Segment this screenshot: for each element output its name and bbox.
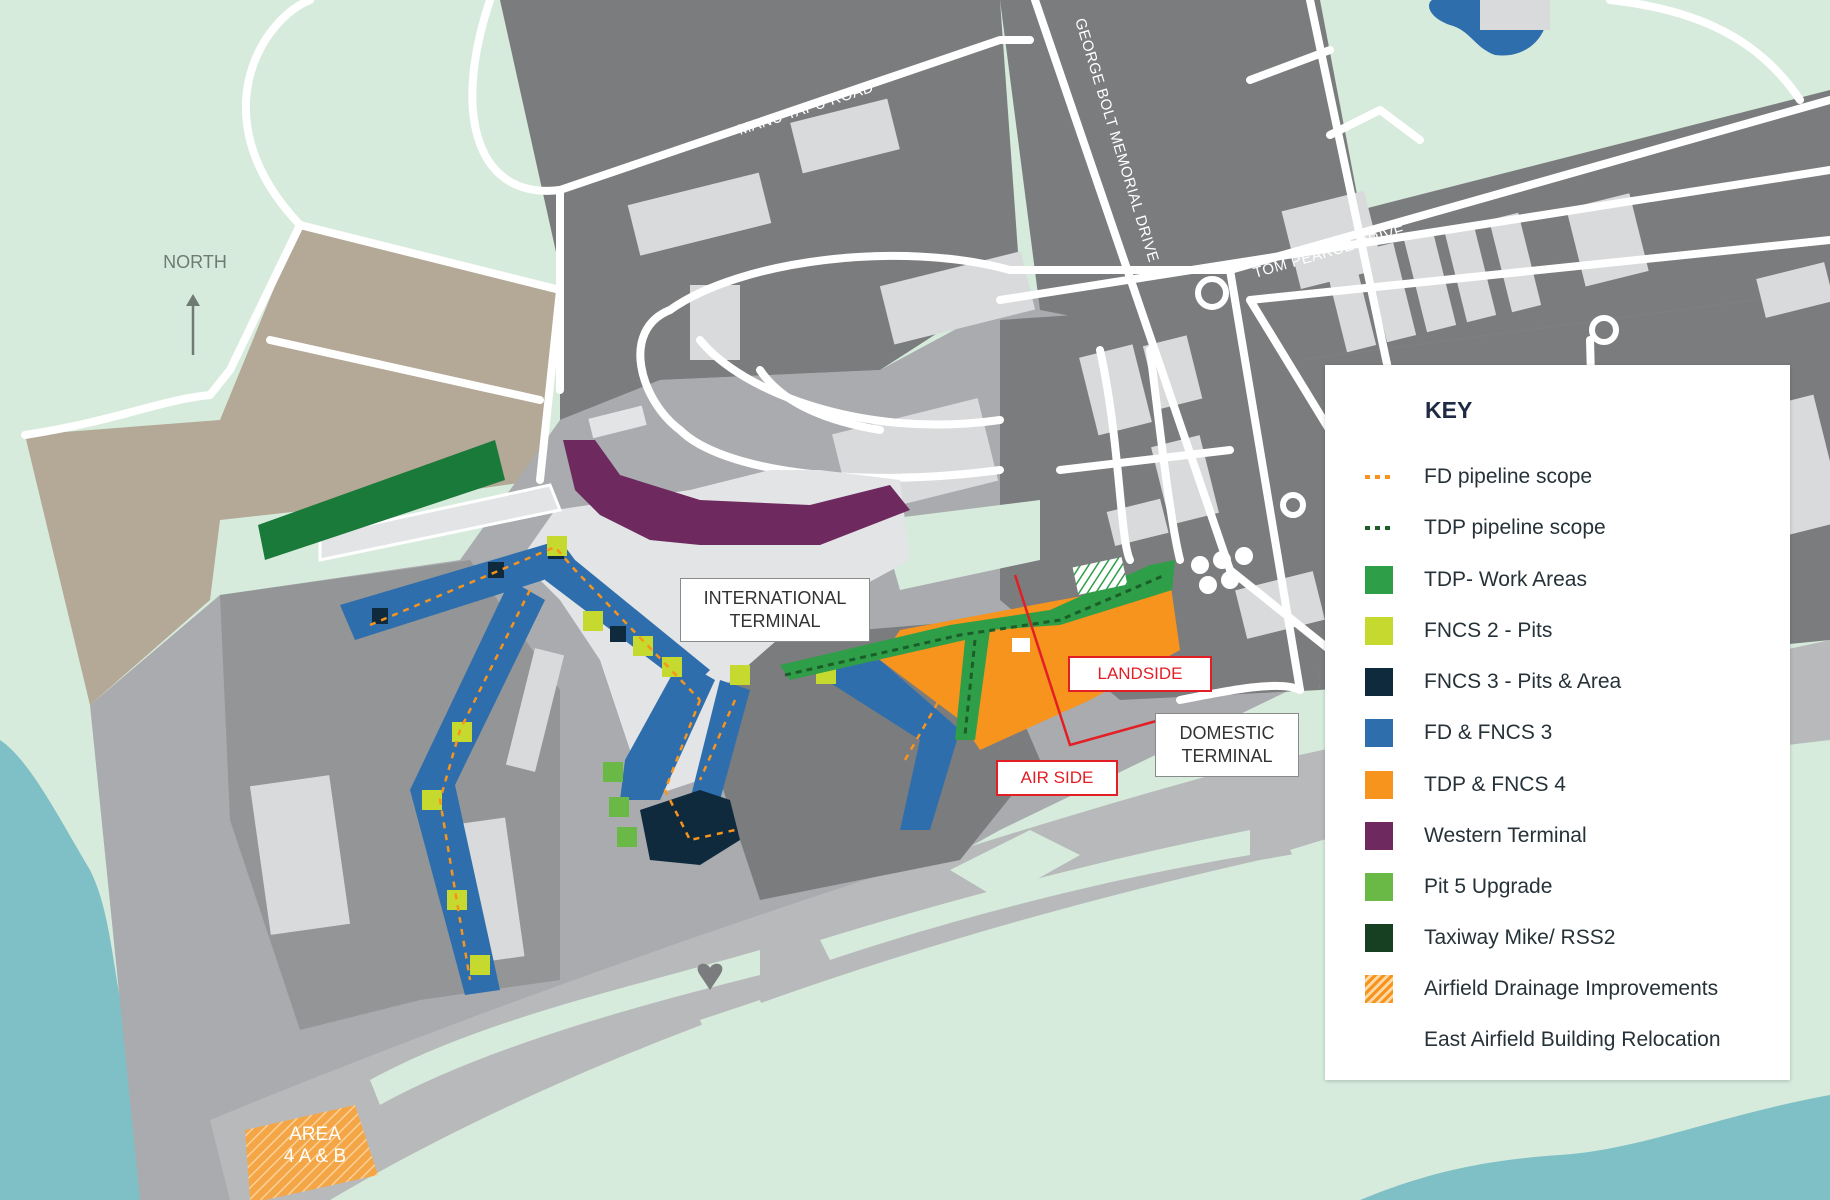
heart-island (697, 963, 723, 990)
grass-island-3 (950, 830, 1080, 900)
area-4-label: AREA 4 A & B (283, 1124, 347, 1167)
fncs3-area (640, 790, 740, 865)
building (1079, 344, 1152, 436)
building (1480, 0, 1550, 30)
buildings (249, 0, 1830, 963)
brown-area (25, 225, 560, 705)
fd-fncs3-areas (340, 540, 960, 995)
taxiway-mike-rss2 (258, 440, 505, 560)
pale-green-patch (880, 500, 1040, 590)
area-4-drainage (245, 1105, 378, 1200)
key-item-label: TDP pipeline scope (1424, 516, 1606, 539)
key-item-tdp-pipeline: TDP pipeline scope (1365, 513, 1606, 543)
blue-square-icon (1365, 719, 1393, 747)
orange-hatched-square-icon (1365, 975, 1393, 1003)
key-item-east-airfield: East Airfield Building Relocation (1365, 1025, 1721, 1055)
building (627, 172, 772, 256)
pier-stub (588, 405, 647, 439)
key-item-label: East Airfield Building Relocation (1424, 1028, 1721, 1051)
key-item-label: FD pipeline scope (1424, 465, 1593, 488)
orange-dashed-line-icon (1365, 475, 1393, 479)
roundabout (1195, 276, 1229, 310)
roundabout (1280, 492, 1306, 518)
tdp-pipeline (784, 573, 1166, 736)
key-item-taxiway-mike: Taxiway Mike/ RSS2 (1365, 923, 1615, 953)
grass-island-6 (1050, 930, 1160, 985)
key-item-label: TDP & FNCS 4 (1424, 773, 1566, 796)
roads (21, 0, 1830, 704)
grass-island-1 (370, 950, 760, 1105)
landside-label: LANDSIDE (1068, 656, 1212, 692)
building (1444, 222, 1497, 323)
fuel-tanks (1191, 547, 1253, 594)
building (1489, 212, 1542, 313)
key-item-label: FNCS 2 - Pits (1424, 619, 1553, 642)
key-item-label: Western Terminal (1424, 824, 1587, 847)
sea-south (1360, 1095, 1830, 1200)
pier-west-building (318, 483, 563, 562)
western-terminal (563, 440, 910, 545)
key-item-label: Pit 5 Upgrade (1424, 875, 1553, 898)
map-key: KEY FD pipeline scope TDP pipeline scope… (1325, 365, 1790, 1080)
fd-pier-arm (545, 540, 710, 690)
building (249, 775, 351, 935)
north-label: NORTH (163, 252, 227, 272)
air-side-label: AIR SIDE (996, 760, 1118, 796)
key-item-fncs3-pits: FNCS 3 - Pits & Area (1365, 667, 1621, 697)
sea-west (0, 740, 200, 1200)
key-item-label: Taxiway Mike/ RSS2 (1424, 926, 1616, 949)
key-item-label: FNCS 3 - Pits & Area (1424, 670, 1622, 693)
airside-boundary (1013, 574, 1161, 747)
key-title: KEY (1425, 397, 1473, 423)
orange-square-icon (1365, 771, 1393, 799)
lime-square-icon (1365, 617, 1393, 645)
building (879, 251, 1036, 345)
green-square-icon (1365, 566, 1393, 594)
key-item-western-terminal: Western Terminal (1365, 821, 1587, 851)
building (505, 648, 565, 772)
light-green-square-icon (1365, 873, 1393, 901)
key-item-label: FD & FNCS 3 (1424, 721, 1553, 744)
small-building (1012, 638, 1030, 652)
key-item-tdp-fncs4: TDP & FNCS 4 (1365, 770, 1566, 800)
fd-pier-west (410, 580, 545, 995)
international-terminal-label: INTERNATIONAL TERMINAL (680, 578, 870, 642)
tdp-fncs4-area (880, 580, 1180, 750)
fd-pipeline (369, 545, 947, 981)
key-item-tdp-work-areas: TDP- Work Areas (1365, 565, 1587, 595)
roundabout (1589, 315, 1619, 345)
key-item-fd-fncs3: FD & FNCS 3 (1365, 718, 1552, 748)
building (790, 98, 900, 174)
purple-square-icon (1365, 822, 1393, 850)
pit5-upgrade (603, 762, 637, 847)
north-arrow-head (186, 294, 200, 306)
key-item-airfield-drainage: Airfield Drainage Improvements (1365, 974, 1718, 1004)
key-item-label: TDP- Work Areas (1424, 568, 1587, 591)
fd-east-arm (810, 660, 960, 830)
east-hatched-area (1072, 557, 1128, 595)
key-item-fncs2-pits: FNCS 2 - Pits (1365, 616, 1552, 646)
domestic-terminal-label: DOMESTIC TERMINAL (1155, 713, 1299, 777)
key-item-pit5-upgrade: Pit 5 Upgrade (1365, 872, 1552, 902)
fd-pier-north (340, 540, 575, 640)
dark-green-square-icon (1365, 924, 1393, 952)
tdp-work-area (780, 560, 1175, 740)
grass-island-5 (700, 1000, 770, 1045)
building (1364, 242, 1417, 343)
green-dashed-line-icon (1365, 526, 1393, 530)
blank-icon (1365, 1026, 1393, 1054)
key-item-label: Airfield Drainage Improvements (1424, 977, 1719, 1000)
key-item-fd-pipeline: FD pipeline scope (1365, 462, 1592, 492)
building (1756, 262, 1830, 318)
grass-island-2 (820, 830, 1250, 960)
building (1324, 252, 1377, 353)
fd-pier-central (620, 660, 715, 800)
navy-square-icon (1365, 668, 1393, 696)
